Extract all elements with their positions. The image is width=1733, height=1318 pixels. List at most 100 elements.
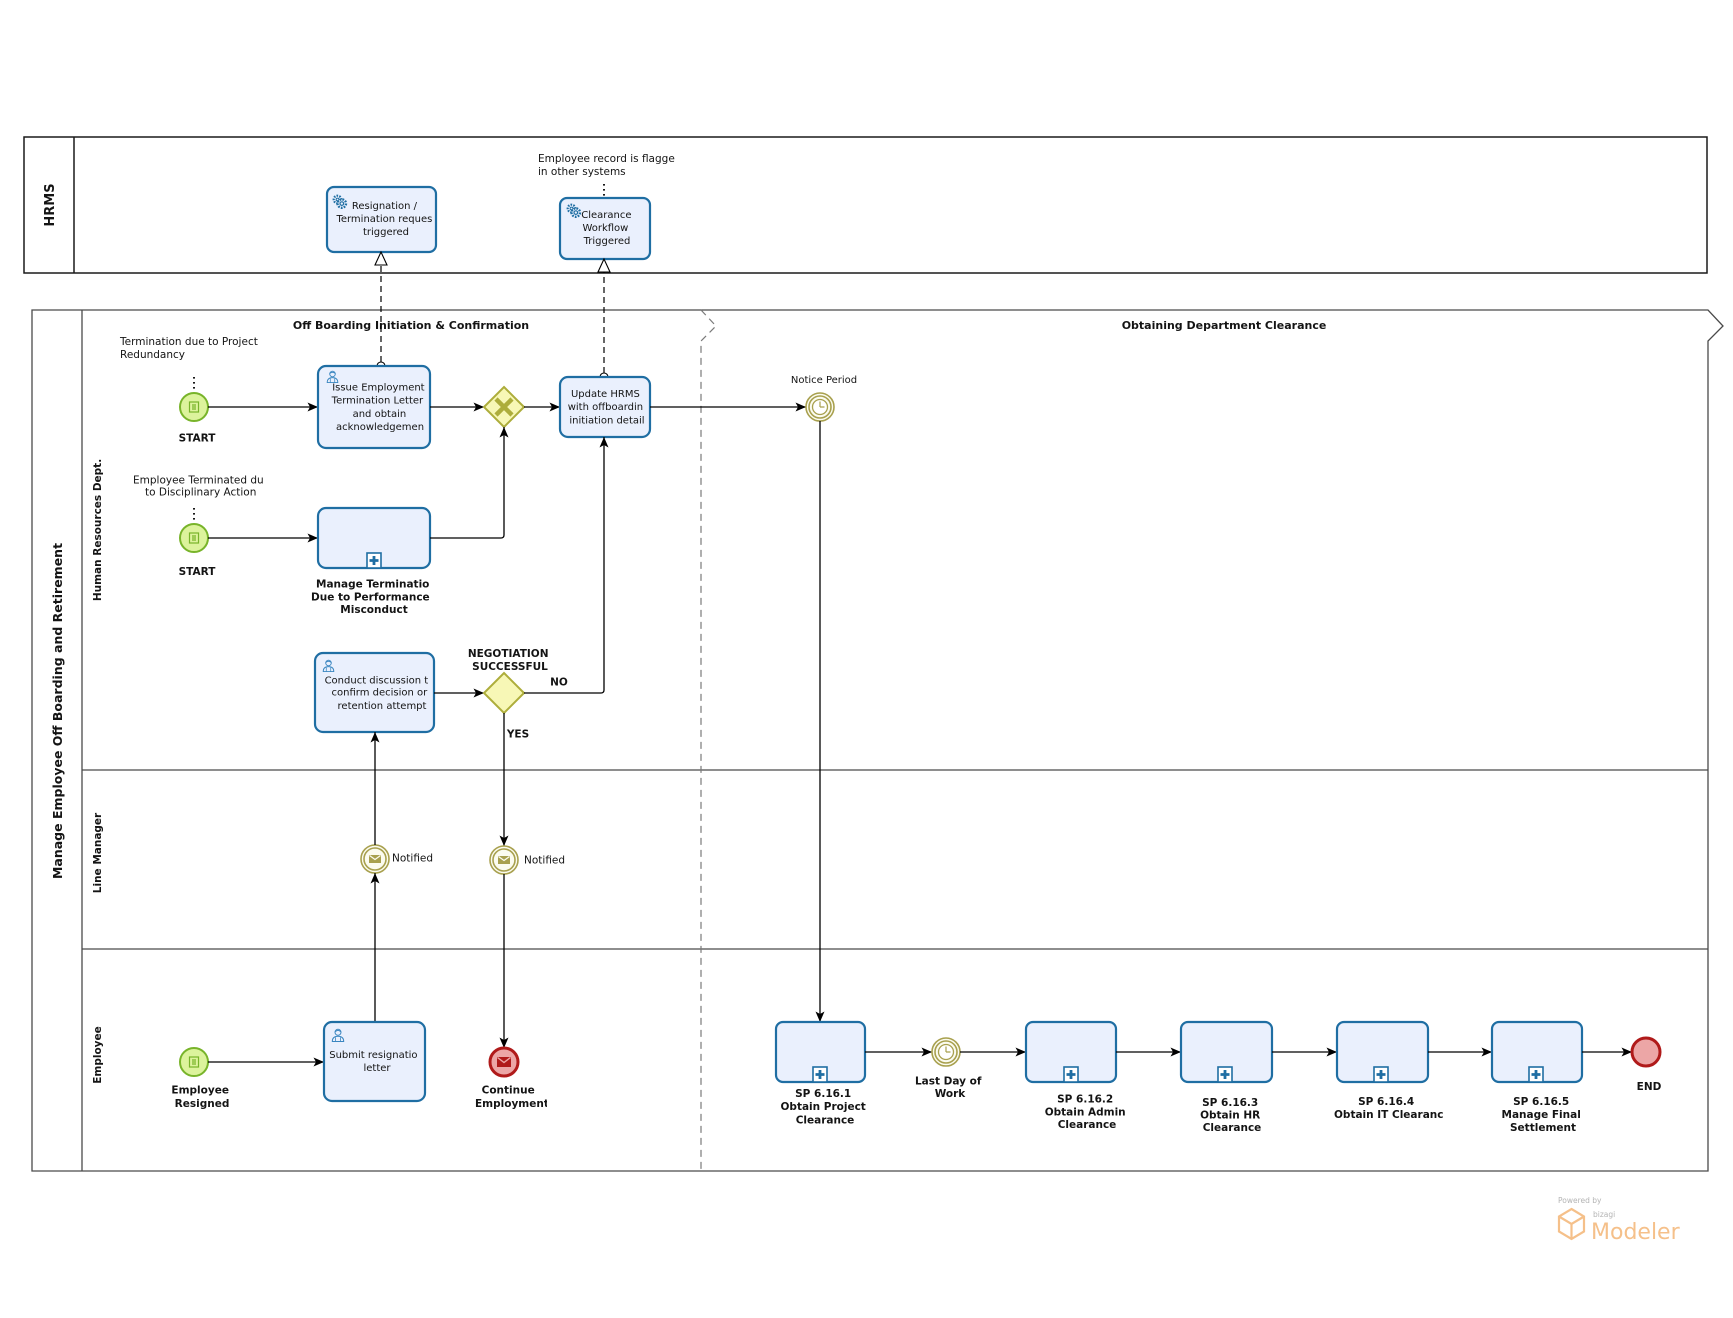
subprocess-label: SP 6.16.2 Obtain Admin Clearance (1045, 1094, 1130, 1132)
sequence-flow-yes[interactable]: YES (499, 713, 529, 846)
main-pool-label: Manage Employee Off Boarding and Retirem… (50, 543, 65, 879)
hrms-annotation[interactable]: Employee record is flagge in other syste… (538, 153, 678, 197)
subprocess-label-line: SP 6.16.5 (1513, 1096, 1569, 1108)
subprocess-label-line: Obtain Admin (1045, 1107, 1126, 1119)
subprocess-label-line: Clearance (796, 1115, 855, 1127)
start-event-redundancy[interactable]: START (179, 392, 217, 445)
sequence-flow[interactable] (430, 427, 509, 539)
sequence-flow (524, 437, 609, 694)
expand-plus-icon[interactable] (1217, 1066, 1233, 1083)
end-event-label-line: Continue (482, 1085, 535, 1097)
start-event-label: START (179, 433, 217, 445)
task-label-line: Resignation / (352, 201, 418, 212)
lane-label-employee[interactable]: Employee (92, 1026, 104, 1084)
gateway-negotiation-successful[interactable]: NEGOTIATION SUCCESSFUL (468, 648, 552, 715)
subprocess-sp-6-16-1[interactable]: SP 6.16.1 Obtain Project Clearance (774, 1020, 869, 1127)
exclusive-gateway-merge[interactable] (482, 385, 526, 429)
flow-label-yes: YES (506, 729, 529, 741)
sequence-flow-no[interactable]: NO (524, 437, 609, 694)
task-label: Issue Employment Termination Letter and … (331, 383, 428, 434)
message-event-notified-resignation[interactable]: Notified (360, 844, 433, 874)
clock-icon (811, 398, 829, 416)
lane-label-human-resources[interactable]: Human Resources Dept. (92, 459, 104, 601)
user-task-conduct-discussion[interactable]: Conduct discussion t confirm decision or… (313, 651, 436, 734)
subprocess-sp-6-16-2[interactable]: SP 6.16.2 Obtain Admin Clearance (1024, 1020, 1130, 1132)
subprocess-label: SP 6.16.3 Obtain HR Clearance (1200, 1097, 1264, 1134)
task-update-hrms[interactable]: Update HRMS with offboardin initiation d… (558, 375, 652, 439)
phase-header-offboarding-initiation[interactable]: Off Boarding Initiation & Confirmation (293, 319, 529, 332)
user-task-issue-termination-letter[interactable]: Issue Employment Termination Letter and … (316, 364, 432, 450)
phase-divider (700, 309, 717, 1171)
task-label-line: initiation detail (569, 416, 644, 427)
timer-event-notice-period[interactable]: Notice Period (791, 375, 857, 422)
end-event-label-line: Employment (475, 1098, 549, 1110)
conditional-icon (188, 1056, 200, 1068)
annotation-project-redundancy[interactable]: Termination due to Project Redundancy (119, 336, 261, 392)
task-label: Clearance Workflow Triggered (581, 210, 634, 247)
annotation-line: Redundancy (120, 349, 185, 361)
message-flow-update-to-hrms[interactable] (597, 257, 611, 382)
phase-header-department-clearance[interactable]: Obtaining Department Clearance (1122, 319, 1327, 332)
end-event-end[interactable]: END (1630, 1036, 1662, 1093)
expand-plus-icon[interactable] (812, 1066, 828, 1083)
task-label-line: Termination reques (335, 214, 432, 225)
task-label-line: confirm decision or (332, 688, 429, 699)
start-event-employee-resigned[interactable]: Employee Resigned (171, 1047, 232, 1111)
subprocess-label-line: SP 6.16.2 (1057, 1094, 1113, 1106)
expand-plus-icon[interactable] (1063, 1066, 1079, 1083)
task-label-line: Issue Employment (332, 383, 424, 394)
end-event-shape (1630, 1036, 1662, 1068)
timer-event-label-line: Work (935, 1088, 967, 1100)
message-flow-arrowhead (374, 250, 388, 266)
task-shape (558, 196, 652, 261)
service-task-clearance-workflow[interactable]: Clearance Workflow Triggered (558, 196, 652, 261)
expand-plus-icon[interactable] (366, 552, 382, 569)
main-pool[interactable]: Manage Employee Off Boarding and Retirem… (31, 309, 1724, 1172)
subprocess-label-line: Manage Final (1502, 1109, 1581, 1121)
end-event-continue-employment[interactable]: Continue Employment (475, 1046, 549, 1110)
timer-event-label-line: Last Day of (915, 1076, 982, 1088)
start-event-label: Employee Resigned (171, 1085, 232, 1111)
message-event-label: Notified (524, 855, 565, 867)
task-label-line: triggered (363, 227, 409, 238)
start-event-label-line: Employee (171, 1085, 229, 1097)
annotation-line: to Disciplinary Action (145, 487, 256, 499)
start-event-label: START (179, 566, 217, 578)
envelope-icon (498, 856, 510, 864)
annotation-text: Employee Terminated du to Disciplinary A… (133, 475, 267, 499)
subprocess-label-line: SP 6.16.3 (1202, 1097, 1258, 1109)
hrms-pool[interactable]: HRMS (23, 136, 1708, 274)
lane-label-line-manager[interactable]: Line Manager (92, 812, 104, 893)
annotation-line: in other systems (538, 166, 626, 178)
timer-event-label: Last Day of Work (915, 1076, 985, 1101)
annotation-line: Employee Terminated du (133, 475, 264, 487)
task-label: Conduct discussion t confirm decision or… (325, 676, 432, 713)
subprocess-sp-6-16-5[interactable]: SP 6.16.5 Manage Final Settlement (1490, 1020, 1584, 1134)
subprocess-sp-6-16-4[interactable]: SP 6.16.4 Obtain IT Clearanc (1334, 1020, 1443, 1121)
expand-plus-icon[interactable] (1373, 1066, 1389, 1083)
subprocess-label-line: Obtain HR (1200, 1110, 1260, 1122)
subprocess-manage-termination[interactable]: Manage Terminatio Due to Performance Mis… (311, 506, 433, 616)
message-flow-issue-to-hrms[interactable] (374, 250, 388, 371)
annotation-disciplinary-action[interactable]: Employee Terminated du to Disciplinary A… (133, 475, 267, 523)
exclusive-x-icon (494, 397, 514, 417)
gateway-label: NEGOTIATION SUCCESSFUL (468, 648, 552, 673)
subprocess-sp-6-16-3[interactable]: SP 6.16.3 Obtain HR Clearance (1179, 1020, 1274, 1134)
start-event-disciplinary[interactable]: START (179, 523, 217, 578)
subprocess-label-line: Obtain IT Clearanc (1334, 1109, 1443, 1121)
subprocess-label-line: SP 6.16.4 (1358, 1096, 1414, 1108)
task-label-line: retention attempt (338, 701, 427, 712)
user-task-submit-resignation[interactable]: Submit resignatio letter (322, 1020, 427, 1103)
timer-event-last-day-of-work[interactable]: Last Day of Work (915, 1037, 985, 1101)
powered-by-text: Powered by (1558, 1196, 1602, 1205)
hrms-pool-label: HRMS (43, 183, 58, 226)
task-label-line: acknowledgemen (336, 422, 424, 433)
message-event-notified-outcome[interactable]: Notified (489, 845, 565, 875)
main-pool-border (31, 309, 1724, 1172)
expand-plus-icon[interactable] (1528, 1066, 1544, 1083)
annotation-text: Employee record is flagge in other syste… (538, 153, 678, 178)
service-task-resignation-request[interactable]: Resignation / Termination reques trigger… (325, 185, 438, 254)
gateway-shape (482, 671, 526, 715)
task-label: Submit resignatio letter (329, 1050, 421, 1074)
